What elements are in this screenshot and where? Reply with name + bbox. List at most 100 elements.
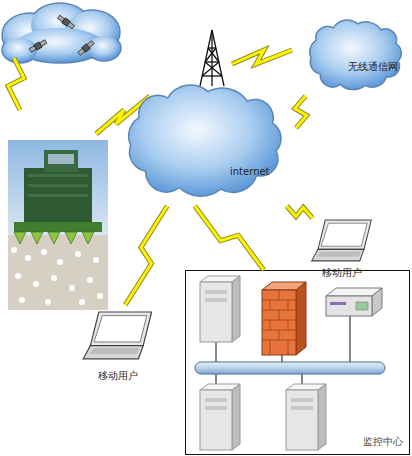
server-side	[318, 384, 326, 450]
wire	[349, 316, 350, 362]
cloud-lobe	[3, 38, 37, 62]
harvester-body	[24, 168, 92, 226]
laptop-keyboard	[317, 251, 361, 256]
cotton	[45, 299, 51, 305]
router-front	[326, 296, 372, 316]
brick-line	[288, 320, 289, 330]
brick-line	[270, 340, 271, 355]
server-front	[200, 390, 232, 450]
user-label: 移动用户	[82, 369, 154, 383]
tower-brace	[208, 48, 219, 62]
cotton	[79, 299, 85, 305]
laptop-screen	[321, 223, 367, 246]
server-tower	[286, 384, 326, 450]
bolt-outline	[232, 50, 292, 64]
server-tower	[200, 384, 240, 450]
cotton	[75, 251, 81, 257]
laptop-icon	[82, 305, 154, 367]
cotton	[11, 247, 17, 253]
server-bay	[205, 298, 227, 302]
row-unit	[82, 232, 94, 244]
firewall-front	[262, 290, 296, 355]
server-side	[232, 276, 240, 342]
laptop-base	[83, 346, 143, 359]
laptop-keyboard	[89, 348, 139, 354]
tower-brace	[205, 62, 222, 76]
tower-leg	[212, 30, 224, 86]
cotton	[57, 259, 63, 265]
row-unit	[31, 232, 43, 244]
bolt-outline	[195, 206, 264, 270]
tower-brace	[208, 47, 216, 48]
tower-brace	[205, 48, 216, 62]
wireless-link-bolt	[287, 206, 313, 218]
cloud-lobe	[88, 36, 120, 60]
wireless-link-bolt	[125, 206, 167, 305]
solar-panel	[87, 41, 94, 48]
tower-brace	[205, 61, 219, 62]
brick-lines	[262, 290, 296, 355]
firewall-side	[296, 282, 306, 355]
server-bay	[291, 406, 313, 410]
harvester-cab	[44, 150, 78, 172]
brick-line	[279, 330, 280, 340]
laptop-screen	[94, 316, 147, 342]
server-bay	[205, 398, 227, 402]
row-unit	[65, 232, 77, 244]
server-tower	[200, 276, 240, 342]
laptop-base	[312, 249, 364, 261]
bolt-outline	[125, 206, 167, 305]
tower-leg	[211, 30, 212, 86]
user-label: 移动用户	[305, 266, 379, 280]
wire	[215, 342, 216, 362]
tower-brace	[202, 62, 219, 76]
brick-line	[288, 340, 289, 355]
wireless-bolt	[232, 50, 292, 64]
photo-field	[8, 235, 108, 310]
bolt-fill	[287, 206, 313, 218]
row-unit	[14, 232, 26, 244]
harvester-grille	[28, 184, 88, 187]
cotton	[93, 257, 99, 263]
network-label: 无线通信网	[348, 60, 398, 74]
server-front	[286, 390, 318, 450]
photo-sky	[8, 140, 108, 240]
laptop-lid	[90, 312, 151, 346]
server-side	[232, 384, 240, 450]
center-label: 监控中心	[363, 435, 403, 449]
cotton	[15, 273, 21, 279]
row-units	[14, 232, 94, 244]
laptop-icon	[305, 218, 379, 264]
monitoring-equipment	[195, 276, 385, 450]
cotton	[19, 297, 25, 303]
server-front	[200, 282, 232, 342]
network-label: internet	[230, 166, 270, 177]
brick-line	[270, 300, 271, 310]
cloud-outline	[129, 85, 281, 196]
harvester-grille	[28, 174, 88, 177]
cotton	[69, 285, 75, 291]
solar-panel	[67, 22, 74, 29]
bolt-fill	[295, 96, 307, 128]
server-bay	[205, 290, 227, 294]
solar-panel	[40, 40, 47, 46]
harvester-photo	[8, 140, 108, 310]
firewall	[262, 282, 306, 355]
cotton	[25, 255, 31, 261]
bolt-outline	[295, 96, 307, 128]
bolt-fill	[125, 206, 167, 305]
wireless-link-bolt	[295, 96, 307, 128]
monitoring-center-box: 监控中心	[185, 270, 410, 455]
internet-cloud: internet	[112, 76, 296, 206]
cotton	[33, 281, 39, 287]
bolt-outline	[8, 58, 24, 110]
wireless-bolt	[8, 58, 24, 110]
router-port	[356, 302, 368, 310]
tower-leg	[200, 30, 212, 86]
router-led	[330, 302, 346, 305]
radio-tower	[200, 30, 224, 86]
cotton	[97, 293, 103, 299]
brick-line	[270, 320, 271, 330]
row-unit	[48, 232, 60, 244]
